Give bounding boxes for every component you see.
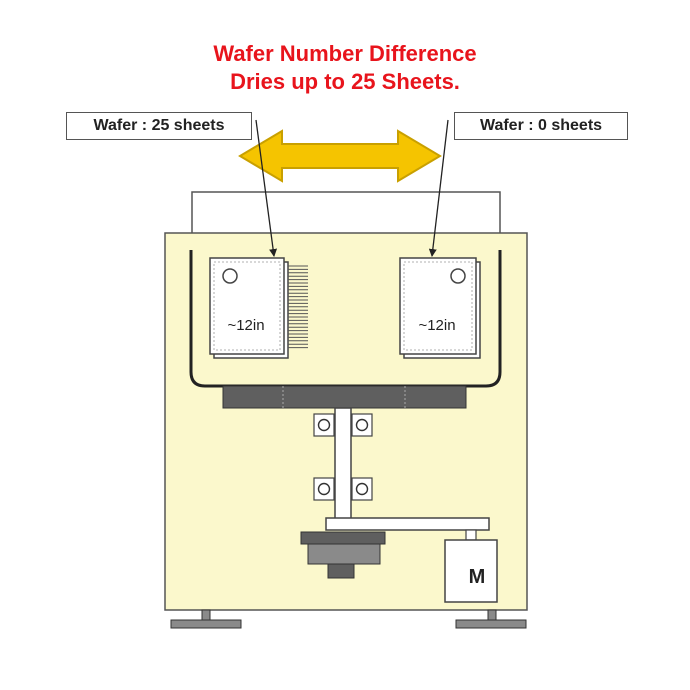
label-wafer-0-sheets: Wafer : 0 sheets: [454, 112, 628, 140]
left-cassette-size: ~12in: [227, 317, 264, 334]
cassette-hole-icon: [222, 268, 238, 284]
foot-left: [170, 609, 242, 629]
left-cassette: ~12in: [209, 257, 308, 359]
title-line-1: Wafer Number Difference: [213, 41, 477, 66]
motor-label: M: [469, 566, 486, 588]
leader-arrow-right: [428, 119, 449, 257]
right-cassette-size: ~12in: [418, 317, 455, 334]
motor-icon: [444, 539, 498, 603]
drive-belt: [325, 517, 490, 531]
bearing-icon: [313, 477, 335, 501]
wafer-slot-comb: [288, 265, 308, 349]
drive-shaft: [334, 407, 352, 521]
cassette-hole-icon: [450, 268, 466, 284]
title-line-2: Dries up to 25 Sheets.: [230, 69, 460, 94]
bearing-icon: [351, 413, 373, 437]
right-cassette: ~12in: [399, 257, 481, 359]
bearing-icon: [351, 477, 373, 501]
pulley-stack: [300, 531, 386, 579]
rotor-base-plate: [222, 385, 467, 409]
label-wafer-25-sheets: Wafer : 25 sheets: [66, 112, 252, 140]
double-headed-arrow-icon: [238, 129, 442, 183]
bearing-icon: [313, 413, 335, 437]
foot-right: [455, 609, 527, 629]
chamber-lid: [191, 191, 501, 235]
leader-arrow-left: [255, 119, 278, 257]
motor-coupling: [465, 529, 477, 541]
